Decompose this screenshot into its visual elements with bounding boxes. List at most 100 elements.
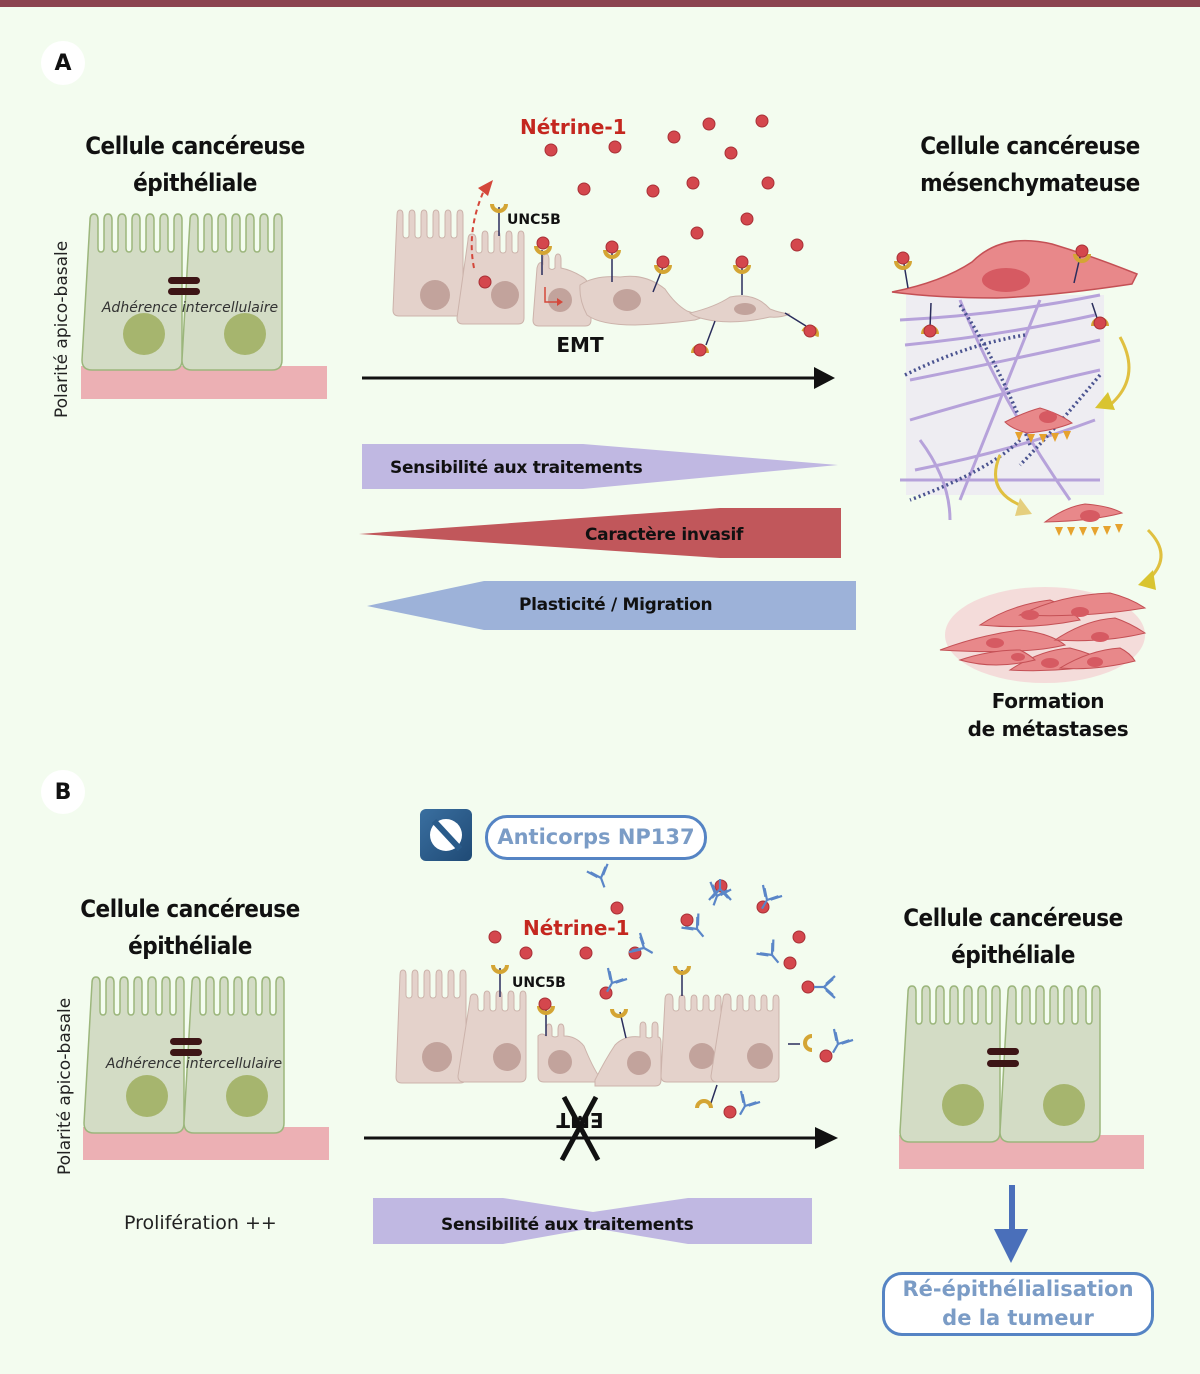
receptor-icon <box>654 264 672 274</box>
emt-label-a: EMT <box>556 333 604 357</box>
unc5b-receptors <box>498 207 807 346</box>
netrin-1-dot <box>740 212 754 226</box>
re-epithelialization-pill: Ré-épithélialisation de la tumeur <box>882 1272 1154 1336</box>
antibody-icon <box>606 967 628 993</box>
panel-a-badge: A <box>41 41 85 85</box>
antibody-icon <box>586 863 609 888</box>
arrow-head <box>478 180 493 196</box>
adherens-junction-icon <box>168 288 200 295</box>
header-bar <box>0 0 1200 7</box>
panel-a-label: A <box>54 50 72 76</box>
netrin-1-dot <box>783 956 797 970</box>
title-line1: Cellule cancéreuse <box>903 904 1123 932</box>
panel-a-right-title: Cellule cancéreuse mésenchymateuse <box>895 128 1165 202</box>
receptor-icon <box>894 260 912 270</box>
gradient-plasticity-label: Plasticité / Migration <box>519 595 712 615</box>
antibody-icon <box>761 884 783 910</box>
nucleus <box>123 313 165 355</box>
proliferation-label: Prolifération ++ <box>124 1212 277 1234</box>
gradient-invasive <box>359 508 841 558</box>
netrin-1-dot <box>577 182 591 196</box>
receptor-icon <box>490 203 508 213</box>
unc5b-label: UNC5B <box>512 975 566 991</box>
dashed-arrow <box>470 185 487 269</box>
antibody-icon <box>832 1028 854 1054</box>
netrin-1-dot <box>608 140 622 154</box>
receptor-icon <box>534 245 552 255</box>
unc5b-label: UNC5B <box>507 212 561 228</box>
netrin-1-dot <box>599 986 613 1000</box>
netrin-label: Nétrine-1 <box>523 916 630 940</box>
label-line1: Ré-épithélialisation <box>902 1277 1134 1301</box>
adhesion-label: Adhérence intercellulaire <box>101 300 278 316</box>
mesenchymal-scene <box>891 239 1163 683</box>
metastasis-label: Formation de métastases <box>948 687 1148 743</box>
nucleus <box>224 313 266 355</box>
gradient-sensitivity-b <box>373 1198 812 1244</box>
basement-membrane <box>81 366 327 399</box>
gradient-sensitivity-label: Sensibilité aux traitements <box>390 458 643 478</box>
netrin-1-dot <box>488 930 502 944</box>
bound-netrin-dot <box>536 236 550 250</box>
arrow-head <box>814 367 835 389</box>
fibronectin-fibers <box>904 304 1102 502</box>
receptor-icon <box>603 249 621 259</box>
receptor-icon <box>733 264 751 274</box>
gradient-sensitivity-b-label: Sensibilité aux traitements <box>441 1215 694 1235</box>
emt-transition-a: Nétrine-1 UNC5B <box>392 115 807 346</box>
receptor-icon <box>1073 253 1091 263</box>
gradient-sensitivity <box>362 444 838 489</box>
label-line2: de métastases <box>967 717 1129 741</box>
antibody-icon <box>628 932 654 954</box>
bound-netrin-dot <box>1093 316 1107 330</box>
netrin-1-dot <box>579 946 593 960</box>
gradient-invasive-label: Caractère invasif <box>585 525 744 545</box>
blocked-transition-b: Nétrine-1 UNC5B <box>395 916 813 1109</box>
netrin-1-dot <box>610 901 624 915</box>
antibody-label-pill: Anticorps NP137 <box>485 815 707 860</box>
bound-netrin-dot <box>693 343 707 357</box>
antibody-icon <box>708 879 732 901</box>
netrin-1-dot <box>667 130 681 144</box>
title-line1: Cellule cancéreuse <box>920 132 1140 160</box>
netrin-1-dot <box>792 930 806 944</box>
title-line1: Cellule cancéreuse <box>80 895 300 923</box>
bound-netrin-dot <box>1075 244 1089 258</box>
antibody-icon <box>814 975 836 999</box>
title-line2: épithéliale <box>133 169 257 197</box>
arrow-head <box>815 1127 838 1149</box>
netrin-label: Nétrine-1 <box>520 115 627 139</box>
title-line2: épithéliale <box>951 941 1075 969</box>
netrin-1-dot <box>680 913 694 927</box>
invadopodia-icon <box>1015 431 1123 536</box>
epithelial-cells-b-left: Adhérence intercellulaire <box>83 976 329 1160</box>
panel-b-right-title: Cellule cancéreuse épithéliale <box>878 900 1148 974</box>
netrin-1-dot <box>723 1105 737 1119</box>
panel-b-label: B <box>54 779 72 805</box>
netrin-1-dot <box>686 176 700 190</box>
netrin-1-dot <box>755 114 769 128</box>
adhesion-label: Adhérence intercellulaire <box>105 1056 282 1072</box>
adherens-junction-icon <box>170 1049 202 1056</box>
bound-netrin-dot <box>538 997 552 1011</box>
receptor-icon <box>491 964 813 1109</box>
bound-netrin-dot <box>803 324 817 338</box>
netrin-1-dot <box>544 143 558 157</box>
antibody-icon <box>756 939 780 964</box>
bound-netrin-dot <box>605 240 619 254</box>
down-arrow-icon <box>994 1229 1028 1263</box>
title-line2: épithéliale <box>128 932 252 960</box>
bound-netrin-dot <box>923 324 937 338</box>
adherens-junction-icon <box>168 277 200 284</box>
adherens-junction-icon <box>170 1038 202 1045</box>
netrin-1-dot <box>801 980 815 994</box>
netrin-1-dot <box>690 226 704 240</box>
adherens-junction-icon <box>987 1048 1019 1055</box>
panel-b-left-title: Cellule cancéreuse épithéliale <box>55 891 325 965</box>
title-line2: mésenchymateuse <box>920 169 1140 197</box>
label-line2: de la tumeur <box>942 1306 1094 1330</box>
bound-netrin-dot <box>896 251 910 265</box>
